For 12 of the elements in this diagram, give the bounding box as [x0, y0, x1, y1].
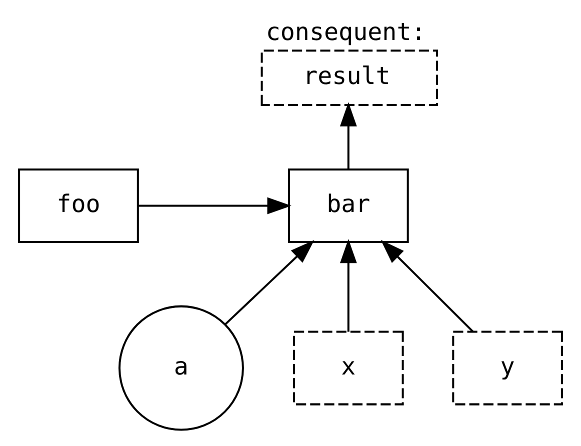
node-box: y [452, 330, 563, 406]
arrow [224, 240, 314, 326]
node-box: x [293, 330, 404, 406]
node-box: result [260, 50, 438, 106]
arrow [340, 238, 357, 332]
arrow [380, 240, 474, 332]
node-circle: a [118, 305, 244, 431]
node-box: foo [18, 168, 139, 243]
arrow [340, 102, 357, 169]
node-box: bar [288, 168, 409, 243]
arrow [138, 197, 292, 214]
node-label: consequent: [266, 18, 426, 46]
